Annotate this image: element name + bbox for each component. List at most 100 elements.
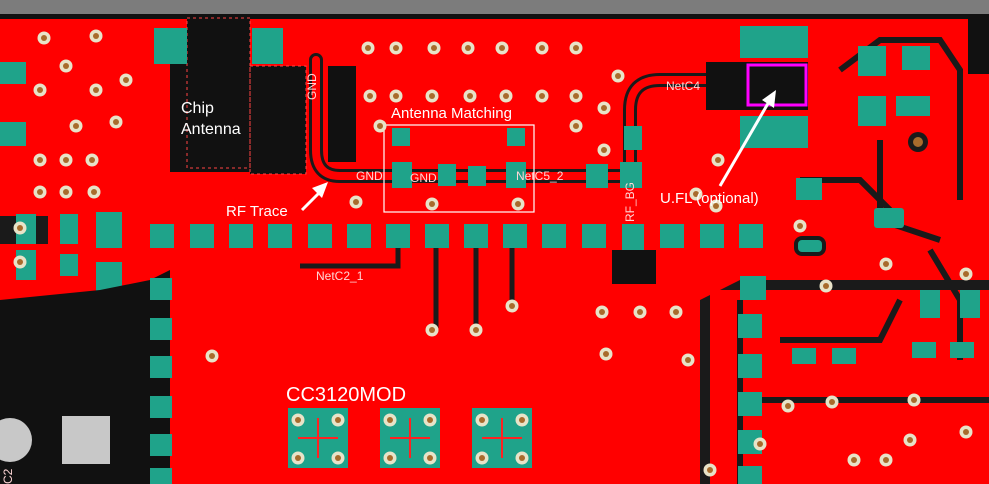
via-drill	[479, 417, 485, 423]
via-drill	[63, 63, 69, 69]
net-netc2-1: NetC2_1	[316, 269, 364, 283]
module-thermal-pads	[288, 408, 532, 468]
ufl-arrowhead	[762, 90, 776, 108]
via-drill	[685, 357, 691, 363]
via-drill	[539, 45, 545, 51]
via-drill	[573, 93, 579, 99]
via-drill	[123, 77, 129, 83]
via-drill	[73, 123, 79, 129]
via-drill	[93, 33, 99, 39]
rf-trace	[309, 53, 752, 183]
fiducial-circle	[0, 418, 32, 462]
via-drill	[673, 309, 679, 315]
via-drill	[113, 119, 119, 125]
via-drill	[377, 123, 383, 129]
rf-trace-label: RF Trace	[226, 203, 288, 220]
arrows	[300, 90, 776, 212]
via-drill	[387, 455, 393, 461]
net-netc5-2: NetC5_2	[516, 169, 564, 183]
via-drill	[429, 327, 435, 333]
via-drill	[499, 45, 505, 51]
net-gnd-2: GND	[410, 171, 437, 185]
via-drill	[757, 441, 763, 447]
via-drill	[209, 353, 215, 359]
via-drill	[599, 309, 605, 315]
antenna-matching-box	[383, 124, 535, 213]
via-drill	[851, 457, 857, 463]
match-pad	[438, 164, 456, 186]
via-drill	[907, 437, 913, 443]
via-drill	[429, 93, 435, 99]
via-drill	[63, 157, 69, 163]
antenna-matching-label: Antenna Matching	[391, 105, 512, 122]
match-pad	[392, 128, 410, 146]
net-rf-bg: RF_BG	[623, 181, 637, 222]
left-module-column	[0, 270, 172, 484]
gnd-strip	[328, 66, 356, 162]
via-drill	[37, 87, 43, 93]
via-drill	[519, 455, 525, 461]
right-circuitry	[0, 37, 989, 484]
via-drill	[91, 189, 97, 195]
chip-antenna	[154, 17, 356, 175]
via-drill	[573, 123, 579, 129]
via-drill	[295, 417, 301, 423]
via-drill	[387, 417, 393, 423]
antenna-pad-right	[252, 28, 283, 64]
via-drill	[429, 201, 435, 207]
match-pad	[468, 166, 486, 186]
via-drill	[573, 45, 579, 51]
via-drill	[335, 417, 341, 423]
match-pad	[624, 126, 642, 150]
match-pad	[507, 128, 525, 146]
via-drill	[707, 467, 713, 473]
via-drill	[515, 201, 521, 207]
via-drill	[829, 399, 835, 405]
via-drill	[353, 199, 359, 205]
via-drill	[427, 455, 433, 461]
ufl-connector	[706, 26, 808, 148]
via-drill	[503, 93, 509, 99]
via-drill	[63, 189, 69, 195]
top-right-notch	[968, 14, 989, 74]
via-drill	[615, 73, 621, 79]
via-drill	[367, 93, 373, 99]
module-pad-row	[0, 212, 763, 294]
via-drill	[431, 45, 437, 51]
via-field	[13, 29, 973, 477]
via-drill	[467, 93, 473, 99]
antenna-pad-left	[154, 28, 187, 64]
via-drill	[797, 223, 803, 229]
top-bar	[0, 0, 989, 14]
via-drill	[93, 87, 99, 93]
via-drill	[693, 191, 699, 197]
via-drill	[335, 455, 341, 461]
match-pad	[586, 164, 608, 188]
via-drill	[393, 45, 399, 51]
ufl-arrow	[718, 99, 772, 187]
via-drill	[963, 429, 969, 435]
via-drill	[883, 261, 889, 267]
signal-traces	[300, 248, 515, 328]
via-drill	[785, 403, 791, 409]
via-drill	[89, 157, 95, 163]
match-pad	[392, 162, 412, 188]
via-drill	[365, 45, 371, 51]
rf-trace-arrowhead	[312, 182, 328, 198]
via-drill	[715, 157, 721, 163]
net-c2: C2	[1, 468, 15, 484]
via-drill	[37, 157, 43, 163]
match-pad	[620, 162, 642, 188]
fiducial-square	[62, 416, 110, 464]
via-drill	[823, 283, 829, 289]
via-drill	[479, 455, 485, 461]
ufl-label: U.FL (optional)	[660, 190, 759, 207]
via-drill	[519, 417, 525, 423]
via-drill	[883, 457, 889, 463]
via-drill	[601, 147, 607, 153]
via-drill	[37, 189, 43, 195]
via-drill	[17, 259, 23, 265]
via-drill	[41, 35, 47, 41]
